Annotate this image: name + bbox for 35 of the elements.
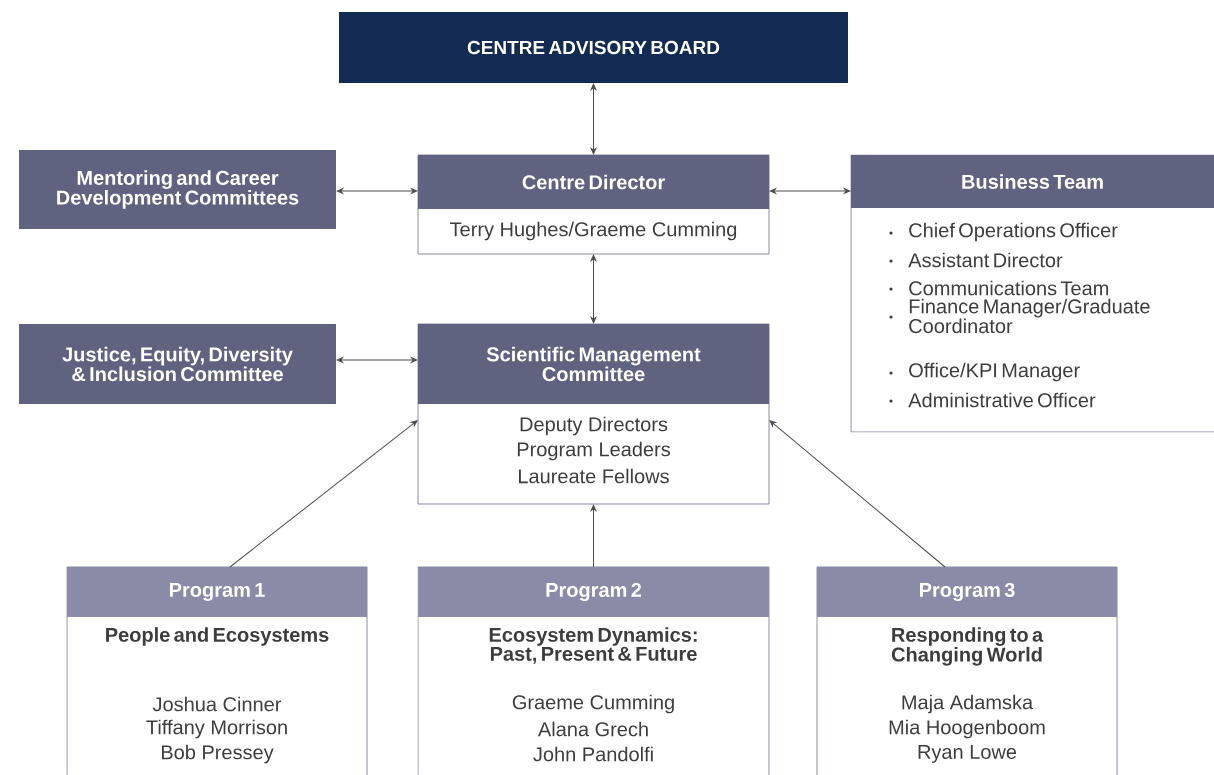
node-label: Chief Operations Officer: [909, 222, 1118, 242]
org-box: CENTRE ADVISORY BOARD: [339, 12, 848, 83]
org-box: Program 1 People and Ecosystems Joshua Cinner Tiffany Morrison Bob Pressey: [66, 566, 368, 775]
arrow: [769, 188, 851, 194]
arrow: [590, 504, 597, 568]
arrow: [590, 254, 597, 324]
org-box: Justice, Equity, Diversity & Inclusion Committee: [19, 324, 336, 404]
org-box: Program 3 Responding to a Changing World Maja Adamska Mia Hoogenboom Ryan Lowe: [816, 566, 1118, 775]
node-label: Ryan Lowe: [918, 745, 1017, 763]
node-label: Communications Team: [909, 280, 1109, 296]
arrow: [769, 420, 946, 568]
node-label: Bob Pressey: [161, 744, 274, 764]
node-label: Ecosystem Dynamics: Past, Present & Future: [489, 627, 697, 664]
org-box: Centre Director Terry Hughes/Graeme Cumming: [417, 154, 770, 255]
node-label: Responding to a Changing World: [891, 627, 1044, 666]
node-label: Finance Manager/Graduate Coordinator: [909, 298, 1150, 334]
node-label: Tiffany Morrison: [146, 719, 287, 739]
arrow: [336, 357, 418, 363]
org-box: Business Team Chief Operations Officer Assistant Director Communications Team Finance Manager/Graduate Coordinator Office/KPI Manager Administrative Officer: [850, 154, 1214, 433]
node-label: Maja Adamska: [902, 694, 1034, 714]
node-label: Office/KPI Manager: [909, 362, 1080, 382]
node-label: Joshua Cinner: [152, 696, 282, 712]
arrow: [336, 188, 418, 194]
arrow: [229, 420, 418, 568]
org-box: Mentoring and Career Development Committees: [19, 150, 336, 229]
arrow: [590, 83, 597, 155]
org-box: Scientific Management Committee Deputy Directors Program Leaders Laureate Fellows: [417, 323, 770, 505]
node-label: John Pandolfi: [533, 746, 653, 762]
node-label: Alana Grech: [537, 721, 648, 737]
node-label: Graeme Cumming: [512, 694, 674, 714]
node-label: Mia Hoogenboom: [889, 719, 1045, 739]
node-label: Assistant Director: [908, 252, 1063, 268]
org-box: Program 2 Ecosystem Dynamics: Past, Present & Future Graeme Cumming Alana Grech John Pandolfi: [417, 566, 770, 775]
node-label: Administrative Officer: [908, 392, 1096, 408]
node-label: People and Ecosystems: [106, 627, 329, 646]
